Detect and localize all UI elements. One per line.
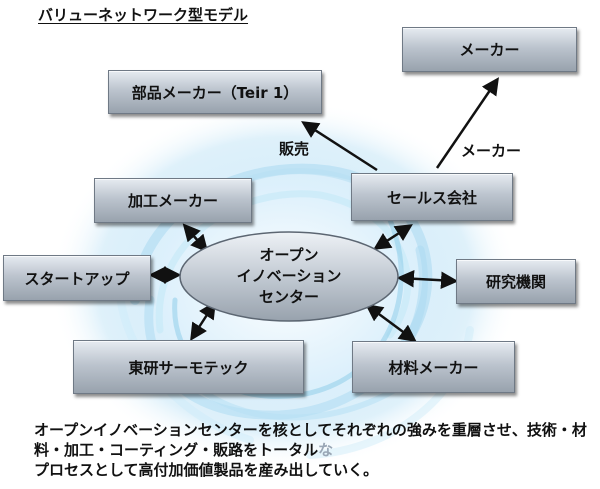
arrow-sales-to-maker	[435, 77, 499, 169]
node-startup-label: スタートアップ	[24, 269, 130, 288]
node-processing-maker: 加工メーカー	[94, 178, 252, 223]
edge-label-maker: メーカー	[461, 142, 522, 160]
diagram-title: バリューネットワーク型モデル	[38, 6, 249, 24]
node-sales-company: セールス会社	[351, 173, 513, 221]
edge-label-sales: 販売	[279, 140, 310, 158]
node-maker: メーカー	[402, 27, 577, 72]
node-parts-maker-label: 部品メーカー（Teir 1）	[131, 83, 299, 102]
node-startup: スタートアップ	[3, 255, 151, 301]
center-ellipse	[179, 231, 399, 322]
node-research-label: 研究機関	[485, 273, 546, 291]
node-open-innovation-center: オープン イノベーション センター	[178, 230, 400, 323]
node-token: 東研サーモテック	[73, 340, 304, 394]
node-material-maker-label: 材料メーカー	[388, 358, 479, 377]
node-maker-label: メーカー	[459, 41, 520, 59]
node-research: 研究機関	[456, 259, 576, 304]
arrow-center-research	[396, 270, 459, 289]
arrow-sales-to-parts	[301, 121, 378, 172]
caption-tail: な	[318, 441, 334, 459]
arrow-center-token	[190, 301, 216, 341]
node-token-label: 東研サーモテック	[128, 358, 249, 377]
caption: オープンイノベーションセンターを核としてそれぞれの強みを重層させ、技術・材料・加…	[34, 420, 590, 480]
node-parts-maker: 部品メーカー（Teir 1）	[108, 70, 322, 114]
node-material-maker: 材料メーカー	[352, 341, 515, 393]
center-label: オープン イノベーション センター	[236, 246, 342, 306]
arrow-center-material	[365, 303, 417, 343]
node-sales-company-label: セールス会社	[386, 188, 477, 207]
arrow-processing-center	[182, 223, 209, 253]
caption-main: オープンイノベーションセンターを核としてそれぞれの強みを重層させ、技術・材料・加…	[34, 421, 587, 459]
arrow-sales-center	[373, 224, 413, 250]
node-processing-maker-label: 加工メーカー	[127, 192, 218, 210]
caption-last: プロセスとして高付加価値製品を産み出していく。	[34, 461, 379, 479]
